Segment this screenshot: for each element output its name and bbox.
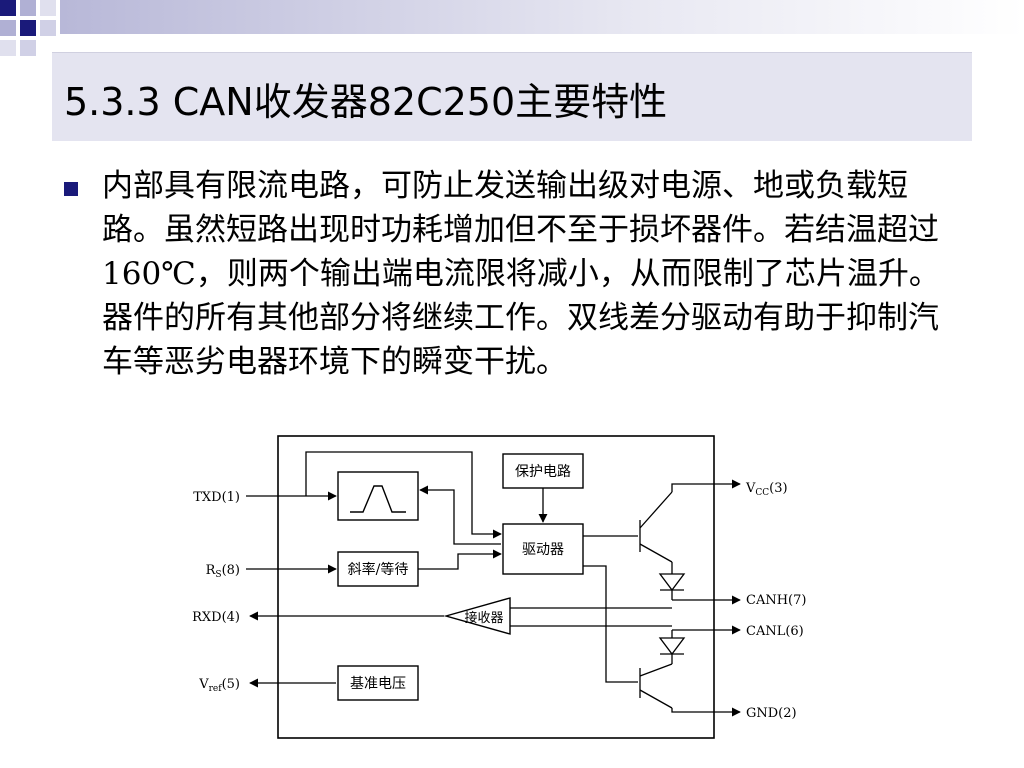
corner-square [20,40,36,56]
protect-label: 保护电路 [515,464,571,480]
pin-txd: TXD(1) [193,490,240,505]
driver-label: 驱动器 [522,542,564,558]
corner-square [20,20,36,36]
corner-square [0,40,16,56]
filter-pulse [350,485,406,513]
driver-block [502,523,584,575]
corner-square [20,0,36,16]
body-paragraph: 内部具有限流电路，可防止发送输出级对电源、地或负载短路。虽然短路出现时功耗增加但… [102,168,940,380]
bullet-marker [64,182,78,196]
corner-square [0,0,16,16]
pin-canh: CANH(7) [746,593,806,608]
header-band [60,0,1024,34]
filter-block [337,471,419,521]
block-diagram: 保护电路 驱动器 斜率/等待 接收器 基准电压 [192,435,806,739]
wires [246,451,741,717]
slide-title: 5.3.3 CAN收发器82C250主要特性 [64,80,668,124]
receiver-label: 接收器 [464,610,503,626]
pin-canl: CANL(6) [746,624,804,639]
pin-vref: Vref(5) [198,677,240,694]
corner-square [40,20,56,36]
chip-outline [277,435,715,739]
pin-rxd: RXD(4) [192,610,240,625]
corner-square [0,20,16,36]
reference-label: 基准电压 [350,675,406,692]
pin-rs: RS(8) [206,563,240,580]
reference-block [337,665,419,701]
pin-vcc: VCC(3) [745,481,788,498]
title-bar: 5.3.3 CAN收发器82C250主要特性 [52,52,972,141]
pin-gnd: GND(2) [746,706,797,721]
corner-square [40,0,56,16]
receiver-block [443,597,511,635]
slope-label: 斜率/等待 [348,561,409,578]
